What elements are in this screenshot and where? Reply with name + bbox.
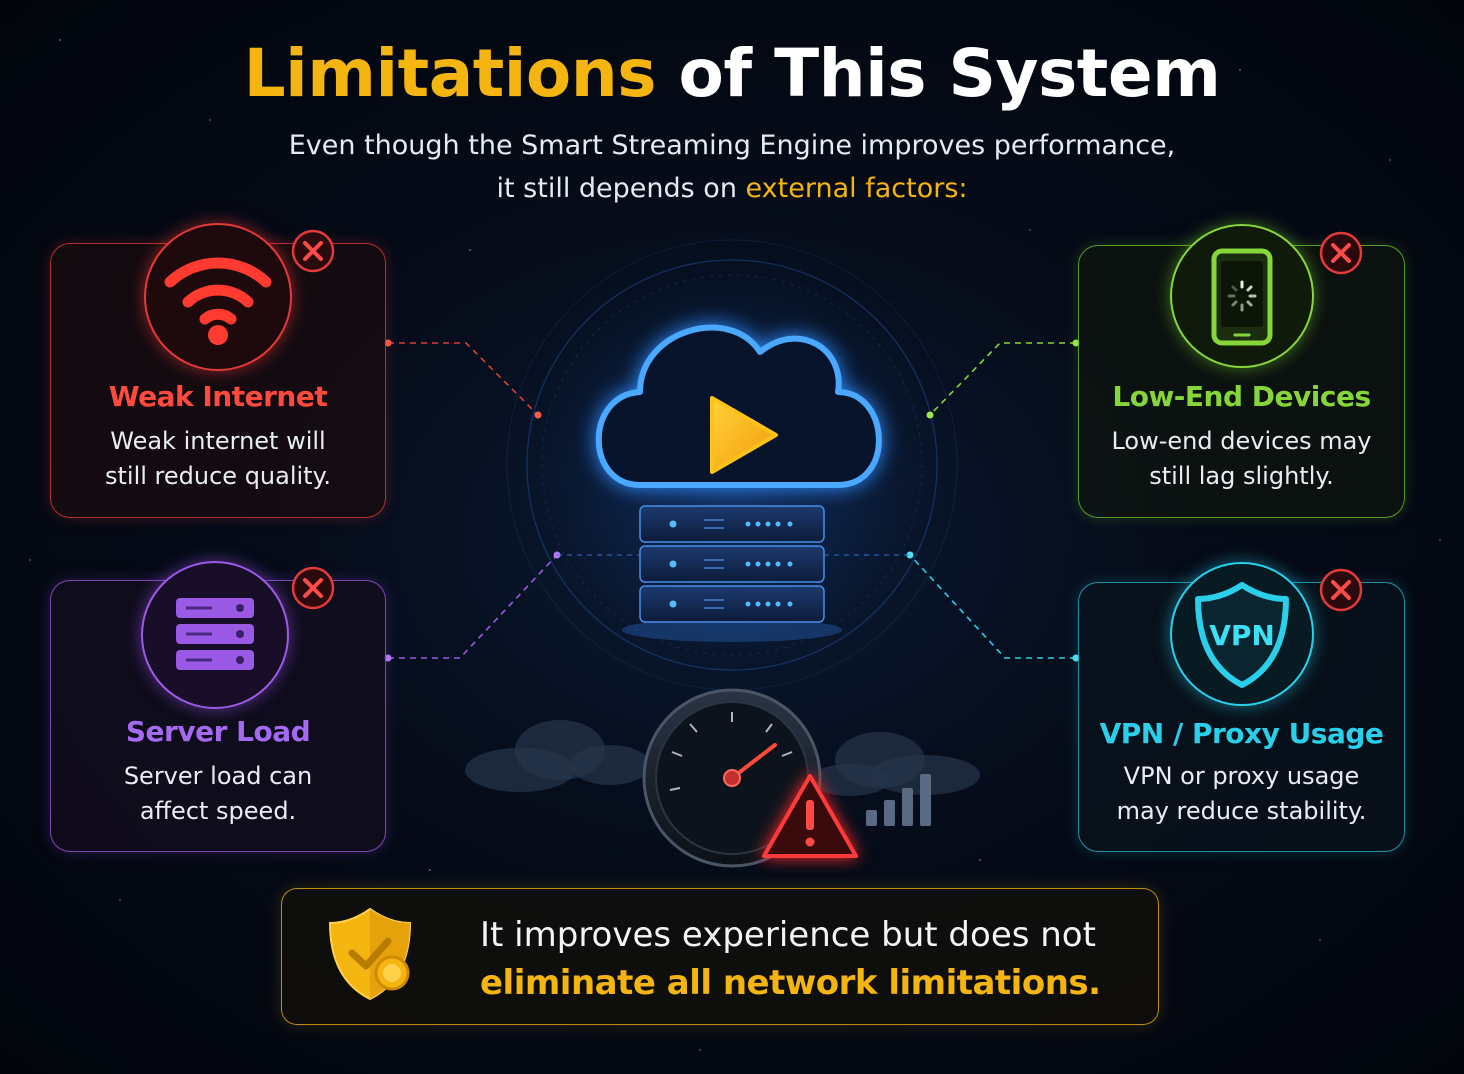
subtitle-line-1: Even though the Smart Streaming Engine i… xyxy=(288,130,1176,161)
conclusion-banner: It improves experience but does not elim… xyxy=(281,888,1159,1025)
card-title: Weak Internet xyxy=(108,380,328,413)
banner-text-line-1: It improves experience but does not xyxy=(480,915,1096,955)
x-badge-icon xyxy=(1319,231,1363,275)
background-clouds xyxy=(465,720,980,796)
card-description: Weak internet will still reduce quality. xyxy=(105,427,331,490)
card-title: Server Load xyxy=(125,715,311,748)
speedometer-icon xyxy=(642,688,822,868)
card-description: Server load can affect speed. xyxy=(123,762,313,825)
shield-check-icon xyxy=(328,907,412,1001)
subtitle-highlight: external factors: xyxy=(745,173,968,204)
smartphone-icon xyxy=(1170,224,1314,368)
cloud-play-icon xyxy=(595,324,882,488)
x-badge-icon xyxy=(291,229,335,273)
connector-weak-internet xyxy=(384,339,542,419)
connector-low-end-devices xyxy=(926,339,1080,419)
page-subtitle: Even though the Smart Streaming Engine i… xyxy=(0,124,1464,210)
vpn-shield-text: VPN xyxy=(1209,619,1275,652)
subtitle-line-2-prefix: it still depends on xyxy=(496,173,746,204)
vpn-shield-icon: VPN xyxy=(1170,562,1314,706)
card-title: VPN / Proxy Usage xyxy=(1099,717,1384,750)
server-rack-icon xyxy=(622,505,842,642)
signal-bars-icon xyxy=(866,774,931,826)
banner-text-line-2: eliminate all network limitations. xyxy=(480,963,1101,1003)
x-badge-icon xyxy=(291,566,335,610)
x-badge-icon xyxy=(1319,568,1363,612)
connector-server-load xyxy=(384,551,561,662)
wifi-icon xyxy=(144,223,292,371)
title-highlight: Limitations xyxy=(243,35,657,112)
warning-icon xyxy=(762,774,858,858)
server-icon xyxy=(141,561,289,709)
card-title: Low-End Devices xyxy=(1112,380,1371,413)
page-title: Limitations of This System xyxy=(0,30,1464,118)
subtitle-line-2: it still depends on external factors: xyxy=(0,167,1464,210)
connector-vpn-proxy xyxy=(906,551,1080,662)
card-description: VPN or proxy usage may reduce stability. xyxy=(1116,762,1367,825)
title-rest: of This System xyxy=(678,35,1221,112)
card-description: Low-end devices may still lag slightly. xyxy=(1111,427,1372,490)
